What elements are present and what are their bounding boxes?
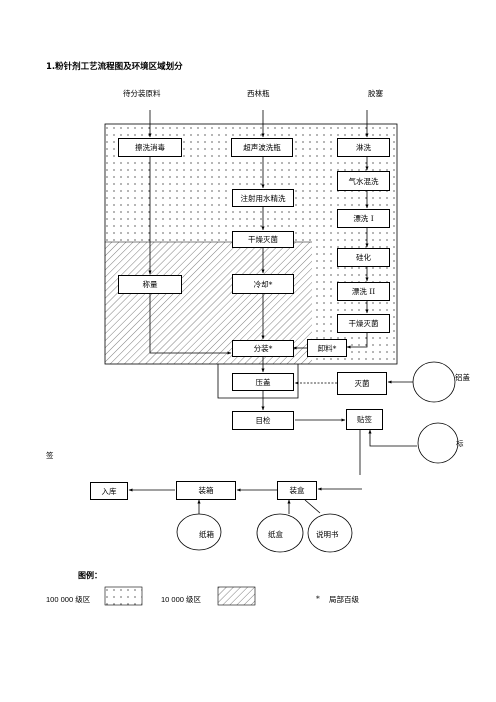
legend-title: 图例： xyxy=(78,571,102,580)
al-cap-circle xyxy=(412,361,456,403)
zone-border xyxy=(104,123,398,365)
step-siliconize: 硅化 xyxy=(337,248,390,267)
step-box: 装盒 xyxy=(277,481,317,500)
step-inspect: 目检 xyxy=(232,411,294,430)
legend-label-10k: 10 000 级区 xyxy=(161,595,202,604)
step-air-water-wash: 气水混洗 xyxy=(337,171,390,191)
step-rinse-1: 漂洗 I xyxy=(337,209,390,228)
label-circle xyxy=(417,422,459,464)
material-manual: 说明书 xyxy=(316,530,339,539)
source-raw-material: 待分装原料 xyxy=(123,89,161,98)
material-paper-box: 纸盒 xyxy=(268,530,283,539)
step-dry-sterilize-vial: 干燥灭菌 xyxy=(232,231,294,248)
step-pack: 装箱 xyxy=(176,481,236,500)
arrow-labelmat-label xyxy=(368,429,417,447)
step-cap: 压盖 xyxy=(232,373,294,391)
legend-label-100k: 100 000 级区 xyxy=(46,595,91,604)
step-fill: 分装* xyxy=(232,340,294,357)
step-store: 入库 xyxy=(90,482,128,500)
step-label: 贴签 xyxy=(346,409,383,430)
step-ultrasonic-wash: 超声波洗瓶 xyxy=(231,138,293,157)
arrow-dry-unload xyxy=(346,333,368,349)
legend-star: * xyxy=(316,594,320,603)
manual-circle xyxy=(307,513,353,553)
source-vial: 西林瓶 xyxy=(247,89,270,98)
source-stopper: 胶塞 xyxy=(368,89,383,98)
step-weigh: 称量 xyxy=(118,275,182,294)
step-rinse: 淋洗 xyxy=(337,138,390,157)
step-rinse-2: 漂洗 II xyxy=(337,282,390,301)
step-dry-sterilize-stopper: 干燥灭菌 xyxy=(337,314,390,333)
carton-circle xyxy=(176,513,222,551)
step-unload: 卸料* xyxy=(307,339,347,357)
arrow-weigh-fill xyxy=(149,294,232,355)
step-scrub: 擦洗消毒 xyxy=(118,138,182,157)
legend-swatch-10k xyxy=(217,586,256,606)
line-manual-box xyxy=(304,499,321,514)
step-wfi-wash: 注射用水精洗 xyxy=(232,189,294,207)
paper-box-circle xyxy=(256,513,304,553)
material-carton: 纸箱 xyxy=(199,530,214,539)
material-al-cap: 铝盖 xyxy=(455,373,470,382)
step-cool: 冷却* xyxy=(232,274,294,294)
page-title: 1.粉针剂工艺流程图及环境区域划分 xyxy=(46,62,183,72)
material-label-tail: 签 xyxy=(46,451,54,460)
legend-label-local-100: 局部百级 xyxy=(329,595,359,604)
legend-swatch-100k xyxy=(104,586,143,606)
zone-10k-hatch xyxy=(105,242,312,364)
material-label: 标 xyxy=(456,439,464,448)
zone-extension xyxy=(217,364,299,399)
step-sterilize: 灭菌 xyxy=(337,372,387,395)
